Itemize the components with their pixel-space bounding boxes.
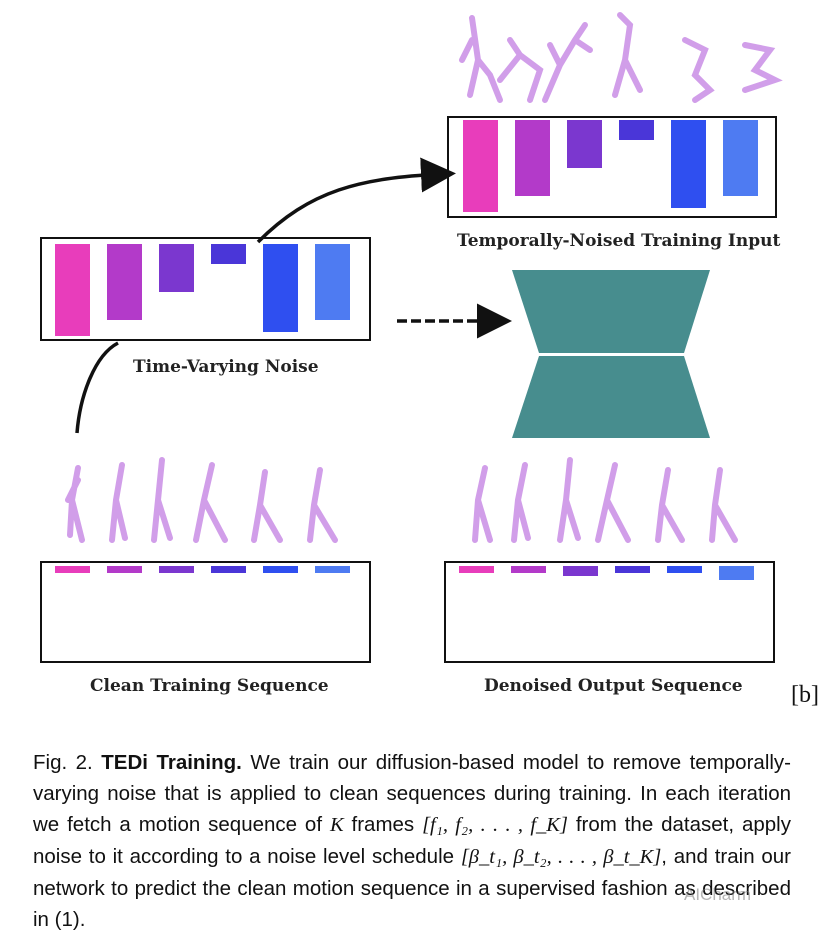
- caption-title: TEDi Training.: [101, 751, 242, 774]
- clean-bars-bar-4: [211, 566, 246, 573]
- denoised-bars-bar-1: [459, 566, 494, 573]
- caption-text1: We train our diffusion-based model to re…: [33, 751, 792, 836]
- noised-input-box: [447, 116, 777, 218]
- denoised-seq-bars: [459, 566, 754, 580]
- denoised-figures: [472, 457, 738, 543]
- figure-caption: Fig. 2. TEDi Training. We train our diff…: [33, 747, 791, 935]
- clean-bars-bar-5: [263, 566, 298, 573]
- curve-clean-to-input: [75, 341, 119, 434]
- caption-k: K: [329, 814, 344, 836]
- noised-input-bars: [463, 120, 758, 212]
- label-noised-input: Temporally-Noised Training Input: [457, 231, 781, 251]
- caption-fig: Fig. 2.: [33, 751, 93, 774]
- noise-bars-bar-1: [55, 244, 90, 336]
- caption-text2: frames: [351, 813, 415, 836]
- network-hourglass: [512, 270, 710, 438]
- denoised-bars-bar-4: [615, 566, 650, 573]
- label-denoised-seq: Denoised Output Sequence: [484, 676, 743, 696]
- clean-seq-box: [40, 561, 371, 663]
- noised-bars-bar-2: [515, 120, 550, 196]
- denoised-bars-bar-6: [719, 566, 754, 580]
- caption-schedule: [β_t₁, β_t₂, . . . , β_t_K]: [460, 846, 662, 868]
- clean-bars-bar-2: [107, 566, 142, 573]
- training-diagram: [40, 12, 783, 663]
- figure-tag: [b]: [791, 682, 819, 708]
- noised-bars-bar-3: [567, 120, 602, 168]
- caption-text4: , and train our network to predict the c…: [33, 845, 791, 931]
- noise-bars-bar-5: [263, 244, 298, 332]
- clean-bars-bar-1: [55, 566, 90, 573]
- denoised-bars-bar-5: [667, 566, 702, 573]
- noised-figures: [459, 12, 783, 103]
- noised-bars-bar-4: [619, 120, 654, 140]
- denoised-bars-bar-2: [511, 566, 546, 573]
- watermark: AICharm: [684, 885, 752, 904]
- arrow-noise-to-input: [256, 157, 456, 244]
- noise-bars-bar-6: [315, 244, 350, 320]
- noised-bars-bar-6: [723, 120, 758, 196]
- clean-bars-bar-6: [315, 566, 350, 573]
- clean-seq-bars: [55, 566, 350, 573]
- noise-bars-bar-2: [107, 244, 142, 320]
- clean-figures: [65, 457, 338, 543]
- noise-bars-bar-4: [211, 244, 246, 264]
- denoised-bars-bar-3: [563, 566, 598, 576]
- noise-bars-bar-3: [159, 244, 194, 292]
- noised-bars-bar-5: [671, 120, 706, 208]
- noised-bars-bar-1: [463, 120, 498, 212]
- noise-bars: [55, 244, 350, 336]
- label-clean-seq: Clean Training Sequence: [90, 676, 329, 696]
- caption-frames: [f₁, f₂, . . . , f_K]: [422, 814, 568, 836]
- caption-text3: from the dataset, apply noise to it acco…: [33, 813, 791, 868]
- clean-bars-bar-3: [159, 566, 194, 573]
- label-noise: Time-Varying Noise: [133, 357, 319, 377]
